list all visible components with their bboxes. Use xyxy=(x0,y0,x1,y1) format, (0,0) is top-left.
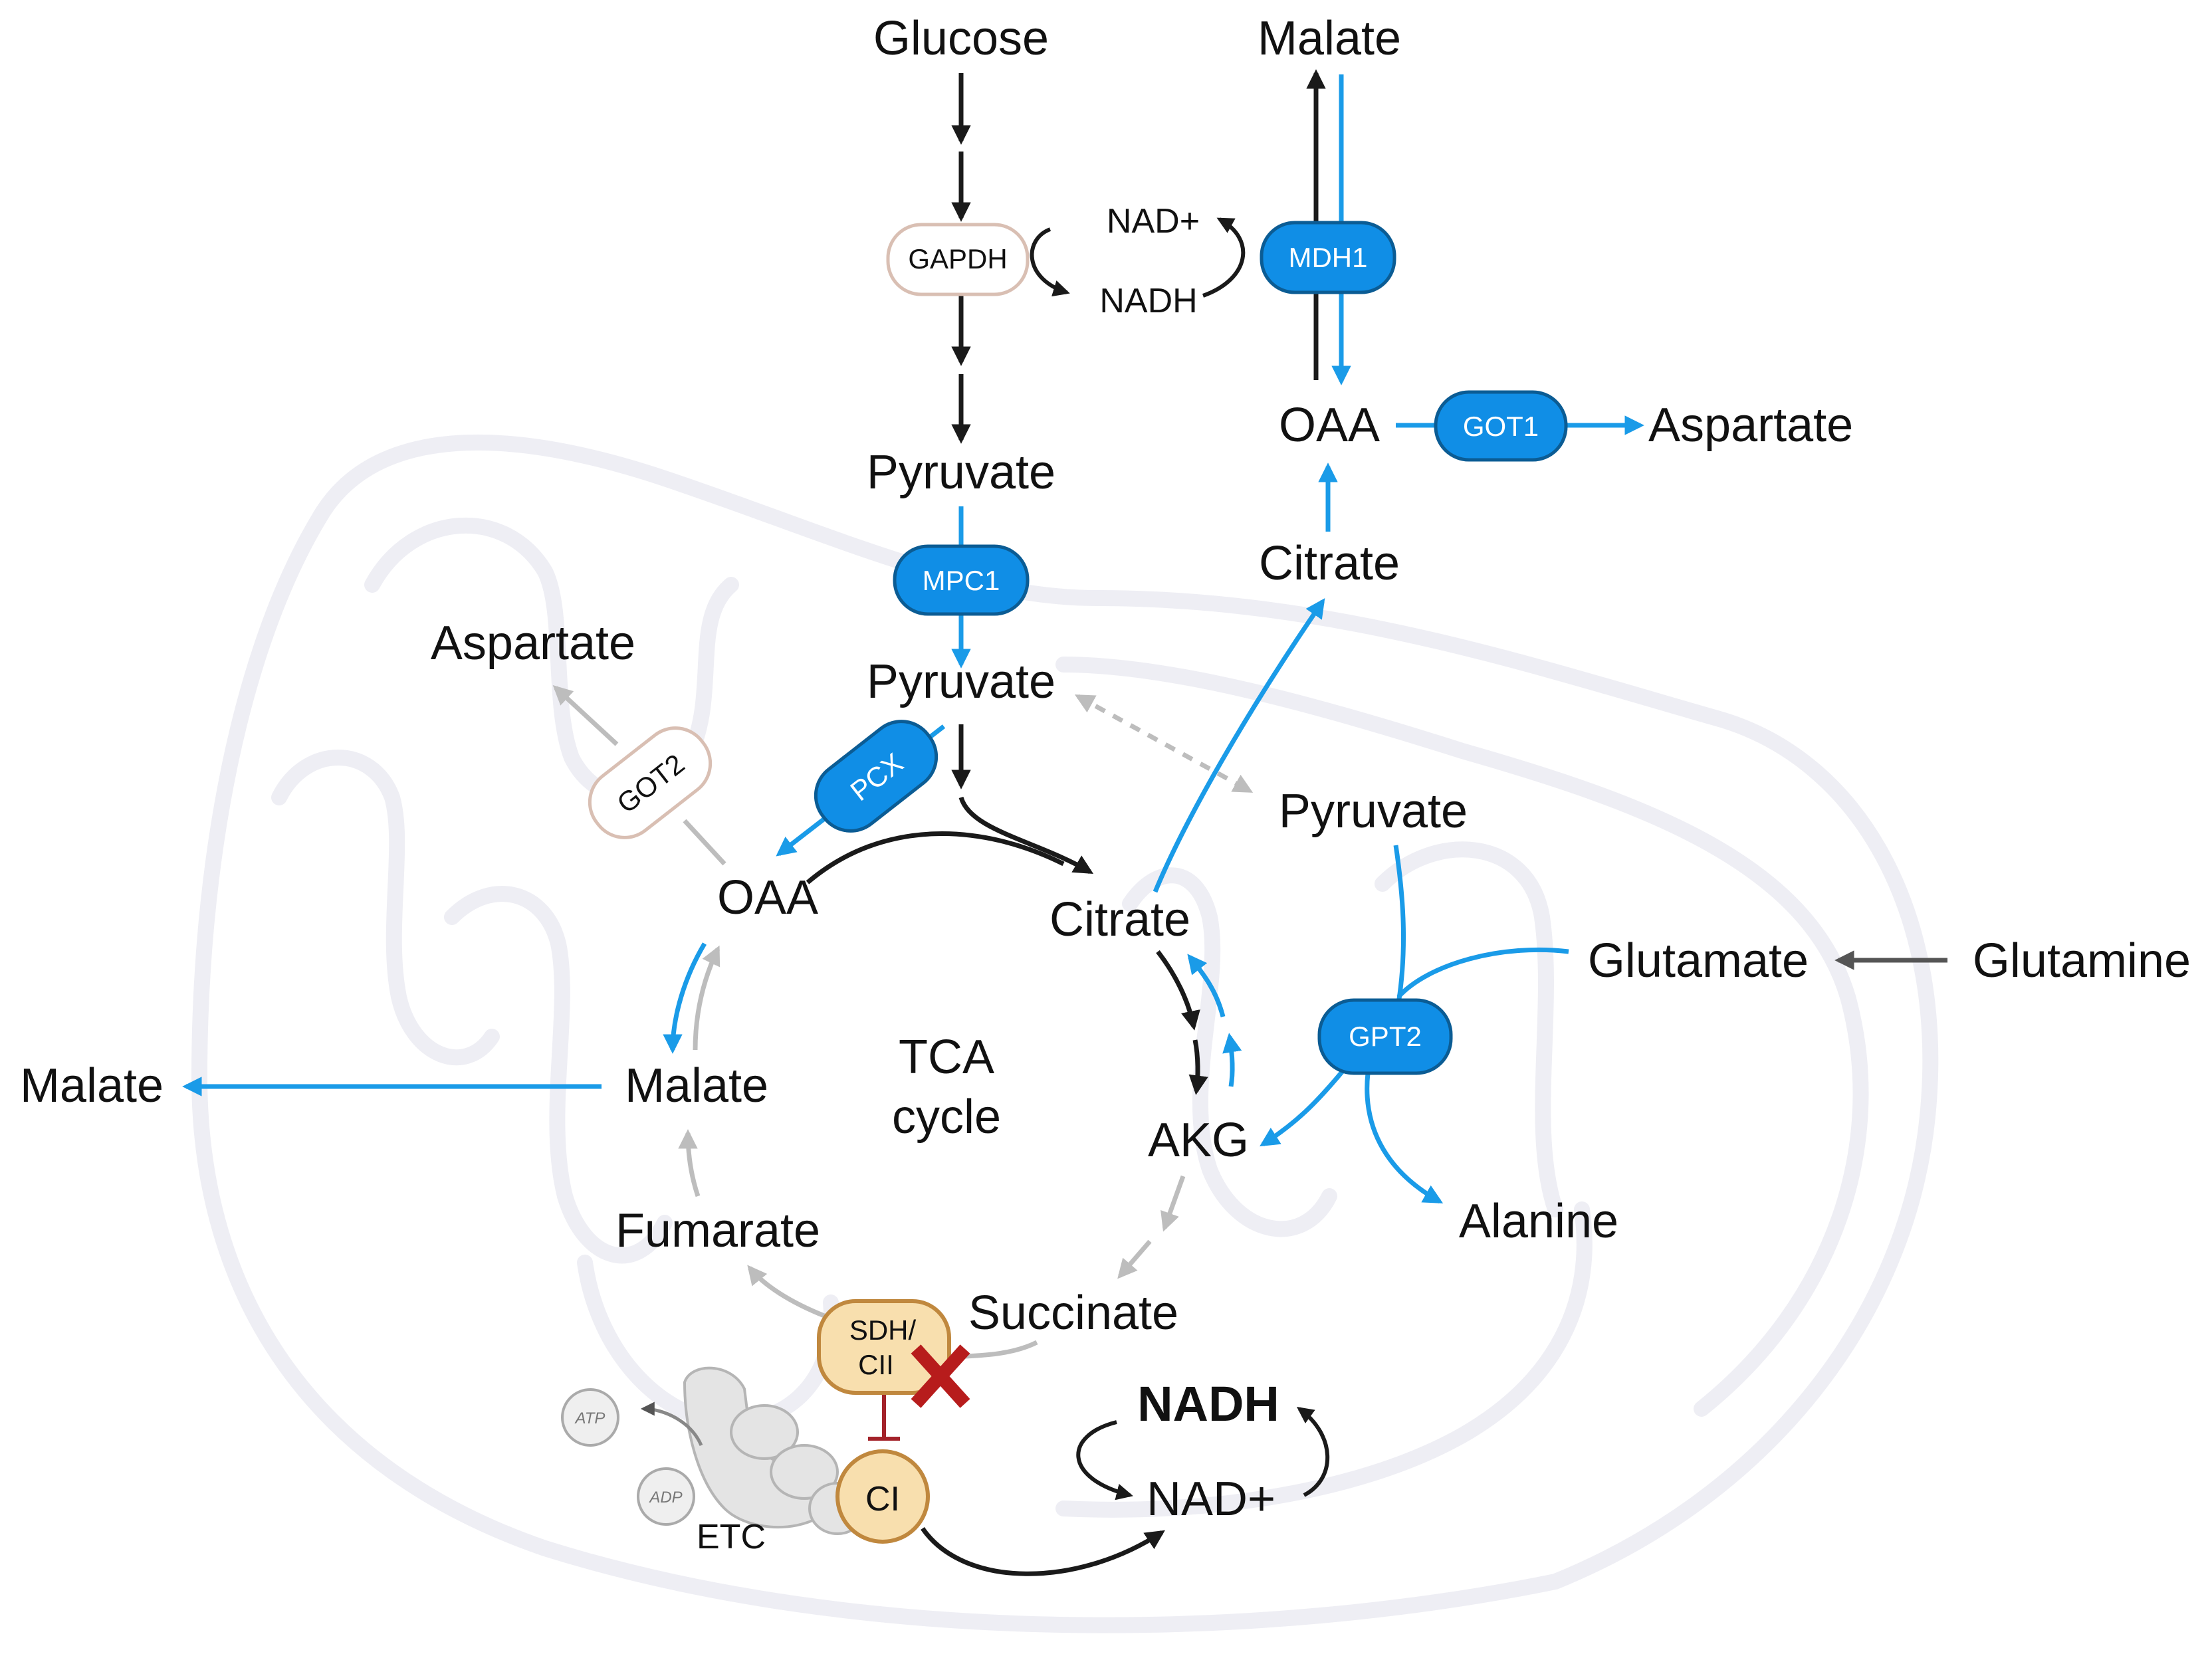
etc-lobe-1 xyxy=(730,1404,799,1460)
gpt2-akg-arrow xyxy=(1260,1069,1345,1147)
sdh-inhibited-cross-icon xyxy=(911,1344,970,1408)
atp-node: ATP xyxy=(561,1388,619,1447)
gpt2-enzyme: GPT2 xyxy=(1317,998,1453,1075)
got1-enzyme: GOT1 xyxy=(1434,390,1568,462)
etc-label: ETC xyxy=(697,1518,766,1556)
ci-label: CI xyxy=(865,1480,900,1518)
mdh1-enzyme: MDH1 xyxy=(1260,221,1396,294)
oaa-mito-label: OAA xyxy=(717,871,818,924)
mdh1-label: MDH1 xyxy=(1288,242,1367,273)
sdh-fumarate-arrow xyxy=(747,1265,826,1318)
nadh-to-nad-arc xyxy=(1076,1420,1133,1501)
malate-mito-label: Malate xyxy=(625,1059,768,1112)
nad-plus-top-label: NAD+ xyxy=(1107,202,1200,241)
gapdh-enzyme: GAPDH xyxy=(886,223,1030,296)
nad-to-nadh-arc xyxy=(1296,1407,1330,1497)
pyruvate-cytosol-label: Pyruvate xyxy=(867,446,1055,499)
got2-aspartate-arrow xyxy=(552,685,619,746)
glucose-label: Glucose xyxy=(873,12,1049,65)
oaa-to-citrate-arrow xyxy=(806,831,1065,884)
fumarate-label: Fumarate xyxy=(615,1204,820,1257)
ci-to-nad-arrow xyxy=(921,1527,1165,1576)
nad-plus-bottom-label: NAD+ xyxy=(1147,1473,1275,1526)
akg-succinate-arrow-1 xyxy=(1161,1175,1186,1232)
gapdh-label: GAPDH xyxy=(908,243,1007,274)
citrate-akg-mid-arrow xyxy=(1188,1039,1208,1095)
pyruvate-right-label: Pyruvate xyxy=(1279,785,1468,838)
pyruvate-mito-label: Pyruvate xyxy=(867,655,1055,708)
got2-enzyme: GOT2 xyxy=(588,726,713,839)
akg-citrate-upper-arrow xyxy=(1187,954,1226,1017)
aspartate-cytosol-label: Aspartate xyxy=(1648,399,1853,452)
tca-label-line1: TCA xyxy=(899,1031,994,1084)
glutamate-gpt2-line xyxy=(1396,947,1569,999)
gapdh-nad-arc xyxy=(1030,227,1070,297)
atp-label: ATP xyxy=(574,1409,606,1427)
fumarate-malate-arrow xyxy=(678,1129,701,1197)
alanine-label: Alanine xyxy=(1459,1195,1618,1248)
tca-label-line2: cycle xyxy=(892,1090,1001,1144)
pcx-enzyme: PCX xyxy=(814,720,939,833)
etc-to-atp-arrow xyxy=(640,1401,703,1447)
pyruvate-gpt2-line xyxy=(1393,845,1406,1004)
mpc1-label: MPC1 xyxy=(923,565,1000,596)
complex-i: CI xyxy=(835,1449,930,1544)
oaa-cytosol-label: OAA xyxy=(1279,399,1380,452)
gpt2-alanine-arrow xyxy=(1365,1073,1444,1204)
malate-top-label: Malate xyxy=(1258,12,1401,65)
pyruvate-to-citrate-arrow xyxy=(958,796,1094,875)
inner-membrane-cristae xyxy=(364,517,1869,1518)
nadh-top-label: NADH xyxy=(1099,282,1197,320)
mpc1-enzyme: MPC1 xyxy=(893,544,1030,616)
aspartate-mito-label: Aspartate xyxy=(431,617,635,670)
sdh-label-line2: CII xyxy=(858,1349,894,1380)
adp-label: ADP xyxy=(648,1489,682,1506)
gapdh-nad-cycle xyxy=(1030,217,1246,298)
pyruvate-exchange-dashed xyxy=(1074,694,1254,793)
etc-lobe-2 xyxy=(770,1444,839,1500)
crista-left xyxy=(271,750,500,1066)
nadh-bottom-label: NADH xyxy=(1137,1376,1279,1431)
oaa-to-malate-blue xyxy=(663,942,707,1054)
citrate-export-arrow xyxy=(1153,598,1325,893)
mdh1-nad-arc xyxy=(1202,217,1246,298)
got1-label: GOT1 xyxy=(1463,411,1539,442)
citrate-to-akg-arrow xyxy=(1156,950,1200,1031)
oaa-got2-line xyxy=(683,819,726,866)
sdh-cii-complex: SDH/ CII xyxy=(817,1299,951,1395)
malate-left-label: Malate xyxy=(20,1059,164,1112)
glutamate-label: Glutamate xyxy=(1588,934,1809,987)
citrate-mito-label: Citrate xyxy=(1050,893,1190,946)
glutamine-label: Glutamine xyxy=(1973,934,2191,987)
akg-to-citrate-arrow xyxy=(1222,1033,1242,1087)
citrate-cytosol-label: Citrate xyxy=(1259,537,1400,590)
akg-label: AKG xyxy=(1148,1114,1249,1167)
adp-node: ADP xyxy=(637,1467,695,1526)
malate-to-oaa-grey xyxy=(693,945,720,1051)
succinate-label: Succinate xyxy=(968,1287,1178,1340)
gpt2-label: GPT2 xyxy=(1349,1021,1422,1052)
sdh-label-line1: SDH/ xyxy=(849,1314,917,1346)
akg-succinate-arrow-2 xyxy=(1117,1239,1152,1279)
